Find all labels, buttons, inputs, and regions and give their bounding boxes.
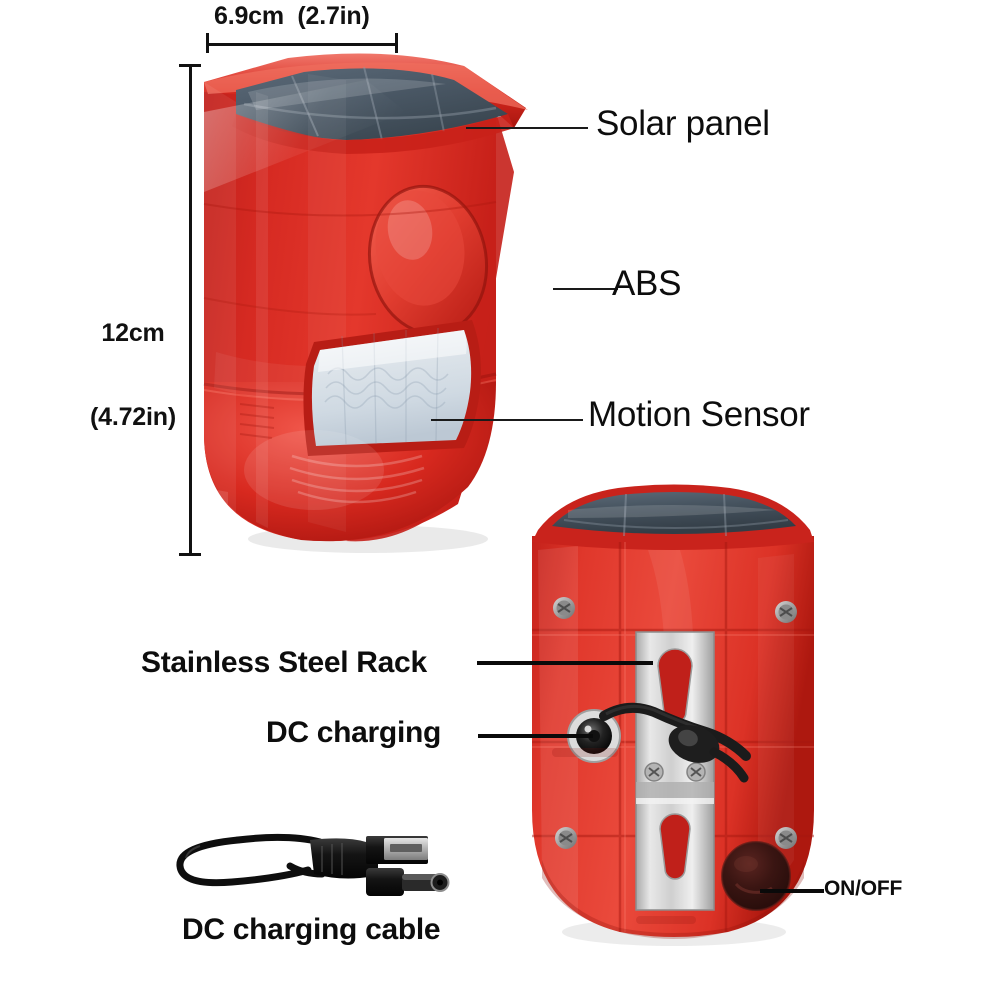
on-off-leader-line [760, 889, 824, 893]
dc-charging-leader-line [478, 734, 593, 738]
abs-leader-line [553, 288, 618, 290]
height-tick-bottom [179, 553, 201, 556]
callout-dc-charging: DC charging [266, 716, 442, 749]
height-dimension-label: 12cm (4.72in) [74, 263, 192, 487]
vent-slots [239, 403, 275, 439]
caption-dc-charging-cable: DC charging cable [182, 913, 441, 946]
product-back-view [508, 480, 838, 950]
height-dimension-line [189, 64, 192, 556]
motion-sensor-lens [303, 320, 481, 456]
solar-panel-leader-line [466, 127, 588, 129]
width-tick-left [206, 33, 209, 53]
height-dimension-line2: (4.72in) [90, 403, 176, 431]
width-tick-right [395, 33, 398, 53]
product-front-illustration [203, 53, 528, 553]
height-tick-top [179, 64, 201, 67]
molded-marking [552, 748, 696, 924]
product-front-view [196, 52, 556, 553]
dc-charging-jack [567, 709, 621, 763]
width-dimension-label: 6.9cm (2.7in) [214, 2, 370, 30]
cable-molded-body [310, 838, 378, 879]
dc-charging-cable-illustration [170, 812, 450, 912]
callout-abs: ABS [612, 264, 682, 303]
on-off-switch[interactable] [721, 841, 791, 911]
speaker-grille [289, 454, 425, 504]
usb-connector [366, 836, 428, 864]
dc-jack-cover-cable [599, 702, 751, 783]
callout-solar-panel: Solar panel [596, 104, 770, 143]
keyhole-slot-bottom [659, 813, 691, 880]
callout-motion-sensor: Motion Sensor [588, 395, 810, 434]
dc-barrel-plug [366, 868, 450, 896]
callout-stainless-steel-rack: Stainless Steel Rack [141, 646, 427, 679]
height-dimension-line1: 12cm [101, 319, 165, 347]
stainless-steel-rack [635, 631, 715, 911]
housing-screws [553, 597, 797, 849]
cable-drawing [176, 833, 450, 896]
product-back-illustration [532, 484, 814, 946]
width-dimension-line [206, 43, 398, 46]
stainless-steel-rack-leader-line [477, 661, 653, 665]
callout-on-off: ON/OFF [824, 877, 903, 900]
back-solar-panel [552, 492, 796, 534]
motion-sensor-leader-line [431, 419, 583, 421]
